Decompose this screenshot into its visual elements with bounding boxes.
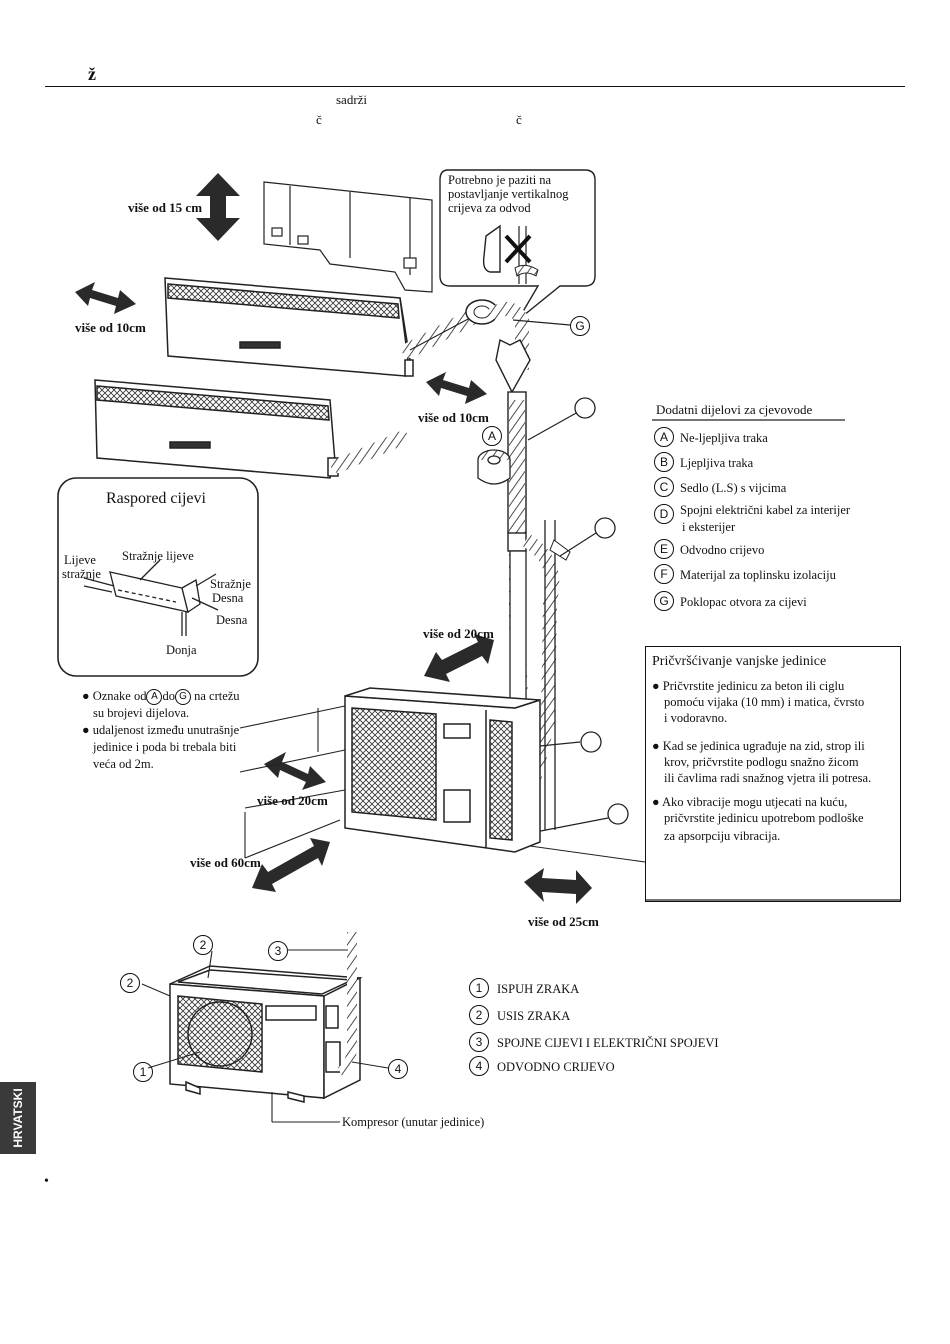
note-1-line-2: su brojevi dijelova.: [93, 706, 190, 720]
legend-label-1: ISPUH ZRAKA: [497, 982, 580, 996]
outdoor-unit-bottom: [169, 965, 363, 1103]
outdoor-unit-main: [344, 687, 541, 853]
part-letter-a: A: [654, 427, 674, 447]
callout-letter-g: G: [570, 316, 590, 336]
part-letter-b: B: [654, 452, 674, 472]
callout-note-line: postavljanje vertikalnog: [448, 187, 569, 201]
callout-note-line: Potrebno je paziti na: [448, 173, 552, 187]
part-letter-g: G: [654, 591, 674, 611]
part-label-d-2: i eksterijer: [682, 520, 736, 534]
header-rule: [45, 86, 905, 87]
bullet: ●: [82, 689, 93, 703]
piping-label-left: Lijeve: [64, 553, 96, 567]
legend-num-3: 3: [469, 1032, 489, 1052]
piping-layout-drawing: [83, 559, 219, 636]
bottom-callout-1: 1: [133, 1062, 153, 1082]
bottom-unit-hose: [337, 932, 357, 1077]
part-label-e: Odvodno crijevo: [680, 543, 765, 557]
piping-label-left-rear: stražnje: [62, 567, 101, 581]
clearance-arrows-outdoor: [252, 634, 592, 904]
language-tab: HRVATSKI: [0, 1082, 36, 1154]
header-fragment: č: [316, 112, 322, 127]
hose-lower: [331, 431, 409, 473]
bottom-callout-3: 3: [268, 941, 288, 961]
callout-empty-4: [607, 803, 629, 825]
note-letter-a: A: [146, 689, 163, 706]
indoor-unit-lower: [94, 379, 339, 479]
clearance-outdoor-side-label: više od 20cm: [257, 793, 328, 808]
piping-layout-box: [57, 477, 259, 677]
bottom-unit-leaders: [141, 949, 389, 1123]
bottom-callout-4: 4: [388, 1059, 408, 1079]
callout-letter-a: A: [482, 426, 502, 446]
legend-label-2: USIS ZRAKA: [497, 1009, 571, 1023]
bottom-callout-2b: 2: [120, 973, 140, 993]
callout-empty-3: [580, 731, 602, 753]
wall-lines: [239, 705, 646, 863]
part-letter-f: F: [654, 564, 674, 584]
note-letter-g: G: [174, 689, 191, 706]
part-label-a: Ne-ljepljiva traka: [680, 431, 768, 445]
clearance-outdoor-back-label: više od 60cm: [190, 855, 261, 870]
piping-label-right: Desna: [216, 613, 248, 627]
callout-empty-2: [594, 517, 616, 539]
legend-num-4: 4: [469, 1056, 489, 1076]
outdoor-fixing-box: [645, 646, 901, 902]
compressor-label: Kompresor (unutar jedinice): [342, 1115, 485, 1129]
legend-num-1: 1: [469, 978, 489, 998]
clearance-outdoor-top-label: više od 20cm: [423, 626, 494, 641]
outdoor-fixing-title: Pričvršćivanje vanjske jedinice: [652, 654, 827, 669]
legend-num-2: 2: [469, 1005, 489, 1025]
part-label-g: Poklopac otvora za cijevi: [680, 595, 807, 609]
part-label-d: Spojni električni kabel za interijer: [680, 503, 851, 517]
footer-bullet: •: [44, 1174, 49, 1189]
clearance-right-label: više od 10cm: [418, 410, 489, 425]
bottom-callout-2a: 2: [193, 935, 213, 955]
parts-title: Dodatni dijelovi za cjevovode: [656, 402, 813, 417]
callout-empty-1: [574, 397, 596, 419]
indoor-unit-upper: [164, 277, 414, 377]
part-label-b: Ljepljiva traka: [680, 456, 754, 470]
tape-roll: [477, 449, 511, 485]
callout-note-line: crijeva za odvod: [448, 201, 531, 215]
legend-label-4: ODVODNO CRIJEVO: [497, 1060, 615, 1074]
part-letter-d: D: [654, 504, 674, 524]
header-fragment: č: [516, 112, 522, 127]
piping-label-rear-right-2: Desna: [212, 591, 244, 605]
header-fragment: sadrži: [336, 92, 368, 107]
clearance-arrow-right: [426, 372, 487, 404]
legend-label-3: SPOJNE CIJEVI I ELEKTRIČNI SPOJEVI: [497, 1036, 719, 1050]
clearance-arrow-top: [196, 173, 240, 241]
note-2-line: veća od 2m.: [93, 757, 154, 771]
part-letter-c: C: [654, 477, 674, 497]
part-label-c: Sedlo (L.S) s vijcima: [680, 481, 787, 495]
piping-label-rear-right: Stražnje: [210, 577, 251, 591]
piping-layout-title: Raspored cijevi: [106, 490, 206, 507]
part-label-f: Materijal za toplinsku izolaciju: [680, 568, 836, 582]
piping-label-bottom: Donja: [166, 643, 197, 657]
clearance-top-label: više od 15 cm: [128, 200, 203, 215]
note-2: ● udaljenost između unutrašnje: [82, 723, 240, 737]
clearance-arrow-left: [75, 282, 136, 314]
clearance-left-label: više od 10cm: [75, 320, 146, 335]
mounting-plate: [263, 181, 433, 293]
piping-label-rear-left: Stražnje lijeve: [122, 549, 194, 563]
clearance-outdoor-front-label: više od 25cm: [528, 914, 599, 929]
page-title: ž: [88, 64, 96, 84]
part-letter-e: E: [654, 539, 674, 559]
note-2-line: jedinice i poda bi trebala biti: [93, 740, 237, 754]
callout-bubble: [439, 169, 596, 321]
